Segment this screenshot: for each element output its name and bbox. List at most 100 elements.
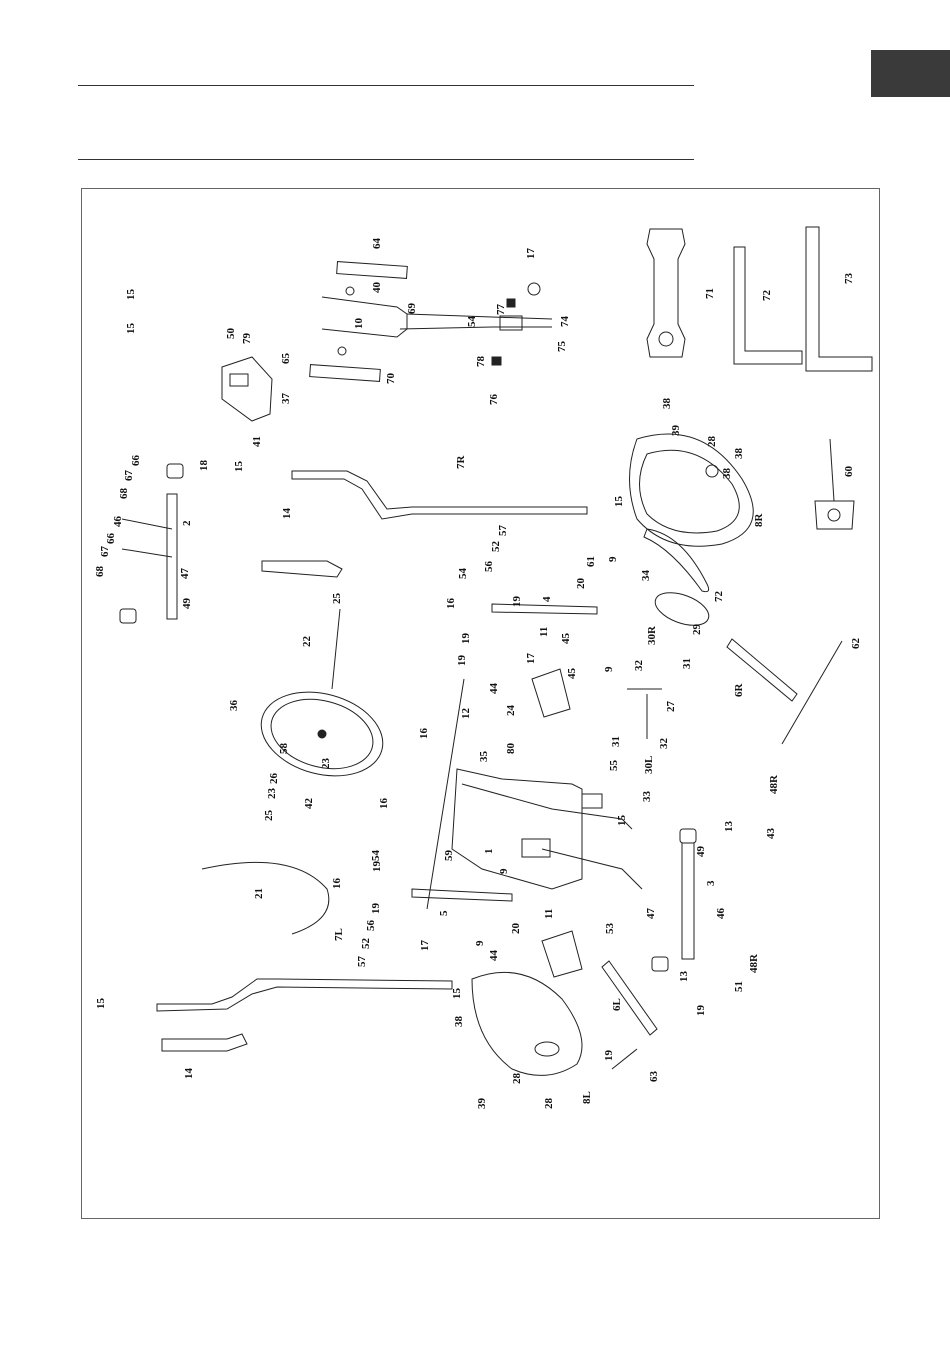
part-label-32: 32 bbox=[658, 738, 670, 750]
part-label-28: 28 bbox=[511, 1073, 523, 1085]
part-label-28: 28 bbox=[543, 1098, 555, 1110]
part-label-65: 65 bbox=[280, 353, 292, 365]
part-label-17: 17 bbox=[525, 248, 537, 260]
hex-key-72 bbox=[733, 246, 803, 365]
part-label-28: 28 bbox=[706, 436, 718, 448]
part-label-56: 56 bbox=[365, 920, 377, 932]
rear-crossbar-3 bbox=[651, 828, 697, 972]
part-label-19: 19 bbox=[511, 596, 523, 608]
belt-34 bbox=[643, 528, 710, 593]
part-label-7l: 7L bbox=[333, 928, 345, 941]
part-label-3: 3 bbox=[705, 880, 717, 886]
header-rule-top bbox=[78, 85, 694, 86]
part-label-30r: 30R bbox=[646, 625, 658, 645]
part-label-22: 22 bbox=[301, 636, 313, 648]
part-label-38: 38 bbox=[721, 468, 733, 480]
front-crossbar-2 bbox=[119, 463, 184, 624]
part-label-67: 67 bbox=[99, 546, 111, 558]
pedal-arm-6r bbox=[726, 638, 798, 702]
part-label-52: 52 bbox=[360, 938, 372, 950]
rod-62 bbox=[781, 640, 843, 745]
part-label-13: 13 bbox=[678, 971, 690, 983]
main-frame-1 bbox=[451, 768, 643, 890]
part-label-16: 16 bbox=[445, 598, 457, 610]
part-label-56: 56 bbox=[483, 561, 495, 573]
part-label-11: 11 bbox=[538, 627, 550, 637]
part-label-72: 72 bbox=[713, 591, 725, 603]
part-label-35: 35 bbox=[478, 751, 490, 763]
part-label-55: 55 bbox=[608, 760, 620, 772]
swing-arm-4 bbox=[491, 603, 598, 615]
part-label-2: 2 bbox=[181, 520, 193, 526]
hex-key-73 bbox=[805, 226, 873, 372]
wire-21 bbox=[201, 861, 330, 935]
part-label-47: 47 bbox=[179, 568, 191, 580]
exploded-parts-diagram: 1515644069107050796537411777547475787671… bbox=[94, 226, 873, 1110]
part-label-9: 9 bbox=[603, 666, 615, 672]
part-label-70: 70 bbox=[385, 373, 397, 385]
part-label-72: 72 bbox=[761, 290, 773, 302]
part-label-68: 68 bbox=[94, 566, 106, 578]
part-label-74: 74 bbox=[559, 316, 571, 328]
part-label-71: 71 bbox=[704, 288, 716, 299]
part-label-19: 19 bbox=[371, 861, 383, 873]
part-label-15: 15 bbox=[95, 998, 107, 1010]
handle-arm-7l bbox=[156, 978, 453, 1012]
part-label-50: 50 bbox=[225, 328, 237, 340]
part-label-16: 16 bbox=[378, 798, 390, 810]
part-label-76: 76 bbox=[488, 394, 500, 406]
part-label-24: 24 bbox=[505, 705, 517, 717]
part-label-17: 17 bbox=[525, 653, 537, 665]
part-label-51: 51 bbox=[733, 981, 745, 992]
part-label-18: 18 bbox=[198, 460, 210, 472]
part-label-49: 49 bbox=[695, 846, 707, 858]
pulley-72 bbox=[654, 592, 710, 626]
part-label-13: 13 bbox=[723, 821, 735, 833]
part-label-38: 38 bbox=[733, 448, 745, 460]
part-label-16: 16 bbox=[418, 728, 430, 740]
part-label-45: 45 bbox=[566, 668, 578, 680]
part-label-44: 44 bbox=[488, 683, 500, 695]
pedal-arm-6l bbox=[601, 960, 658, 1036]
part-label-68: 68 bbox=[118, 488, 130, 500]
part-label-23: 23 bbox=[320, 758, 332, 770]
part-label-8r: 8R bbox=[753, 513, 765, 528]
part-label-48r: 48R bbox=[768, 774, 780, 794]
part-label-23: 23 bbox=[266, 788, 278, 800]
part-label-27: 27 bbox=[665, 701, 677, 713]
part-label-40: 40 bbox=[371, 282, 383, 294]
handlebar-assembly bbox=[309, 261, 553, 382]
part-label-46: 46 bbox=[715, 908, 727, 920]
part-label-8l: 8L bbox=[581, 1091, 593, 1104]
flywheel-disk-36 bbox=[260, 691, 384, 777]
part-label-80: 80 bbox=[505, 743, 517, 755]
part-label-15: 15 bbox=[125, 289, 137, 301]
part-label-15: 15 bbox=[613, 496, 625, 508]
part-label-30l: 30L bbox=[643, 756, 655, 774]
part-label-39: 39 bbox=[670, 425, 682, 437]
part-label-19: 19 bbox=[460, 633, 472, 645]
chain-cover-8r bbox=[629, 433, 754, 547]
part-label-5: 5 bbox=[438, 910, 450, 916]
part-label-67: 67 bbox=[123, 470, 135, 482]
part-label-25: 25 bbox=[263, 810, 275, 822]
upright-12 bbox=[426, 678, 465, 910]
part-label-29: 29 bbox=[691, 624, 703, 636]
part-label-43: 43 bbox=[765, 828, 777, 840]
part-label-14: 14 bbox=[183, 1068, 195, 1080]
part-label-21: 21 bbox=[253, 888, 265, 899]
part-label-77: 77 bbox=[495, 304, 507, 316]
part-label-54: 54 bbox=[370, 850, 382, 862]
part-label-41: 41 bbox=[251, 436, 263, 447]
part-label-66: 66 bbox=[105, 533, 117, 545]
header-rule-bottom bbox=[78, 159, 694, 160]
part-label-73: 73 bbox=[843, 273, 855, 285]
part-label-15: 15 bbox=[233, 461, 245, 473]
grip-14-bottom bbox=[161, 1033, 248, 1052]
part-label-53: 53 bbox=[604, 923, 616, 935]
part-label-1: 1 bbox=[483, 849, 495, 855]
part-label-60: 60 bbox=[843, 466, 855, 478]
shaft-22 bbox=[331, 608, 341, 690]
